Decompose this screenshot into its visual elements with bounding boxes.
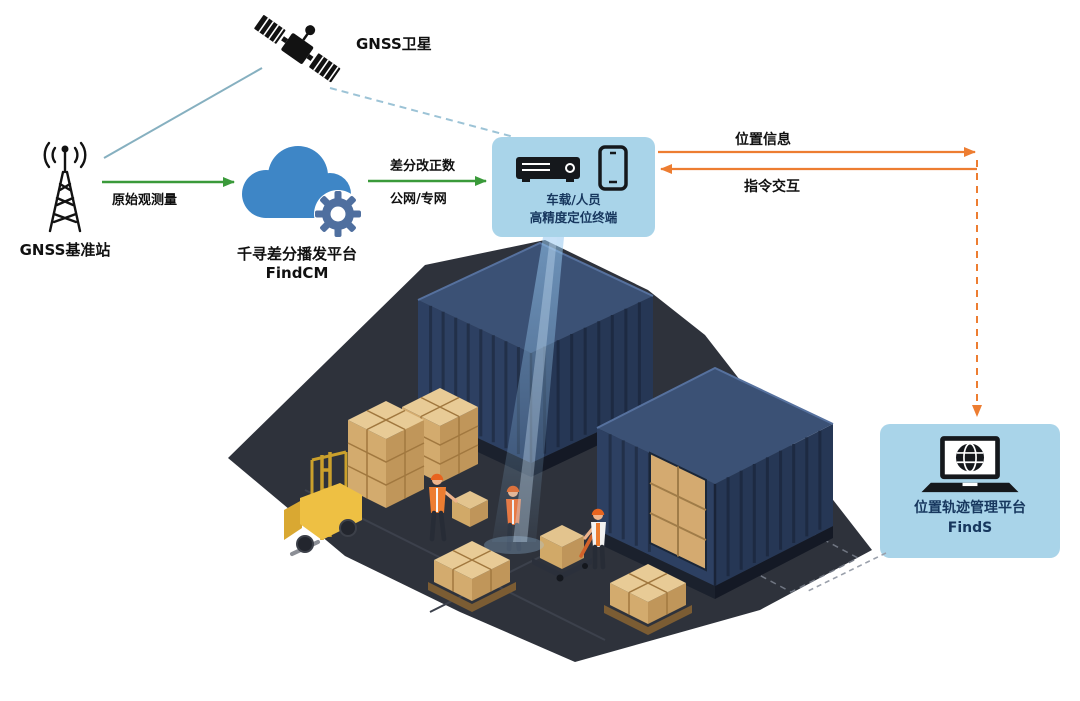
- pallet-1: [428, 541, 516, 612]
- terminal-label-line2: 高精度定位终端: [529, 209, 618, 225]
- base-station-label: GNSS基准站: [19, 241, 111, 259]
- forklift: [284, 450, 362, 556]
- cloud-platform-product: FindCM: [265, 264, 329, 282]
- container-open-door: [649, 451, 707, 572]
- vehicle-receiver-icon: [515, 157, 580, 182]
- container-b: [596, 366, 834, 599]
- management-platform-name: 位置轨迹管理平台: [914, 500, 1026, 516]
- link-label-correction-data: 差分改正数: [390, 159, 456, 174]
- cloud-gear-icon: [228, 132, 370, 238]
- terminal-icons: [515, 145, 628, 191]
- management-platform-panel: 位置轨迹管理平台 FindS: [880, 424, 1060, 558]
- gnss-satellite-icon: [246, 6, 348, 92]
- globe-icon: [956, 442, 984, 473]
- pallet-2: [604, 564, 692, 635]
- terminal-panel: 车载/人员 高精度定位终端: [492, 137, 655, 237]
- terminal-label-line1: 车载/人员: [546, 192, 601, 207]
- pallet-jack: [532, 525, 594, 582]
- positioning-beam: [484, 237, 564, 554]
- box-stack-1: [347, 401, 425, 508]
- satellite-label: GNSS卫星: [356, 35, 432, 53]
- small-box: [452, 491, 488, 527]
- link-label-position-info: 位置信息: [735, 132, 791, 148]
- worker-3: [583, 508, 606, 570]
- laptop-globe-icon: [921, 436, 1019, 493]
- cloud-platform-name: 千寻差分播发平台: [236, 245, 357, 263]
- worker-1: [429, 473, 458, 542]
- link-label-raw-observation: 原始观测量: [112, 193, 178, 208]
- management-platform-product: FindS: [947, 520, 993, 537]
- link-label-command-interaction: 指令交互: [744, 179, 800, 195]
- gear-icon: [315, 191, 361, 237]
- floor-marked-bay: [733, 527, 860, 593]
- radio-tower-icon: [16, 134, 114, 236]
- link-label-network: 公网/专网: [390, 192, 447, 207]
- smartphone-icon: [597, 145, 628, 191]
